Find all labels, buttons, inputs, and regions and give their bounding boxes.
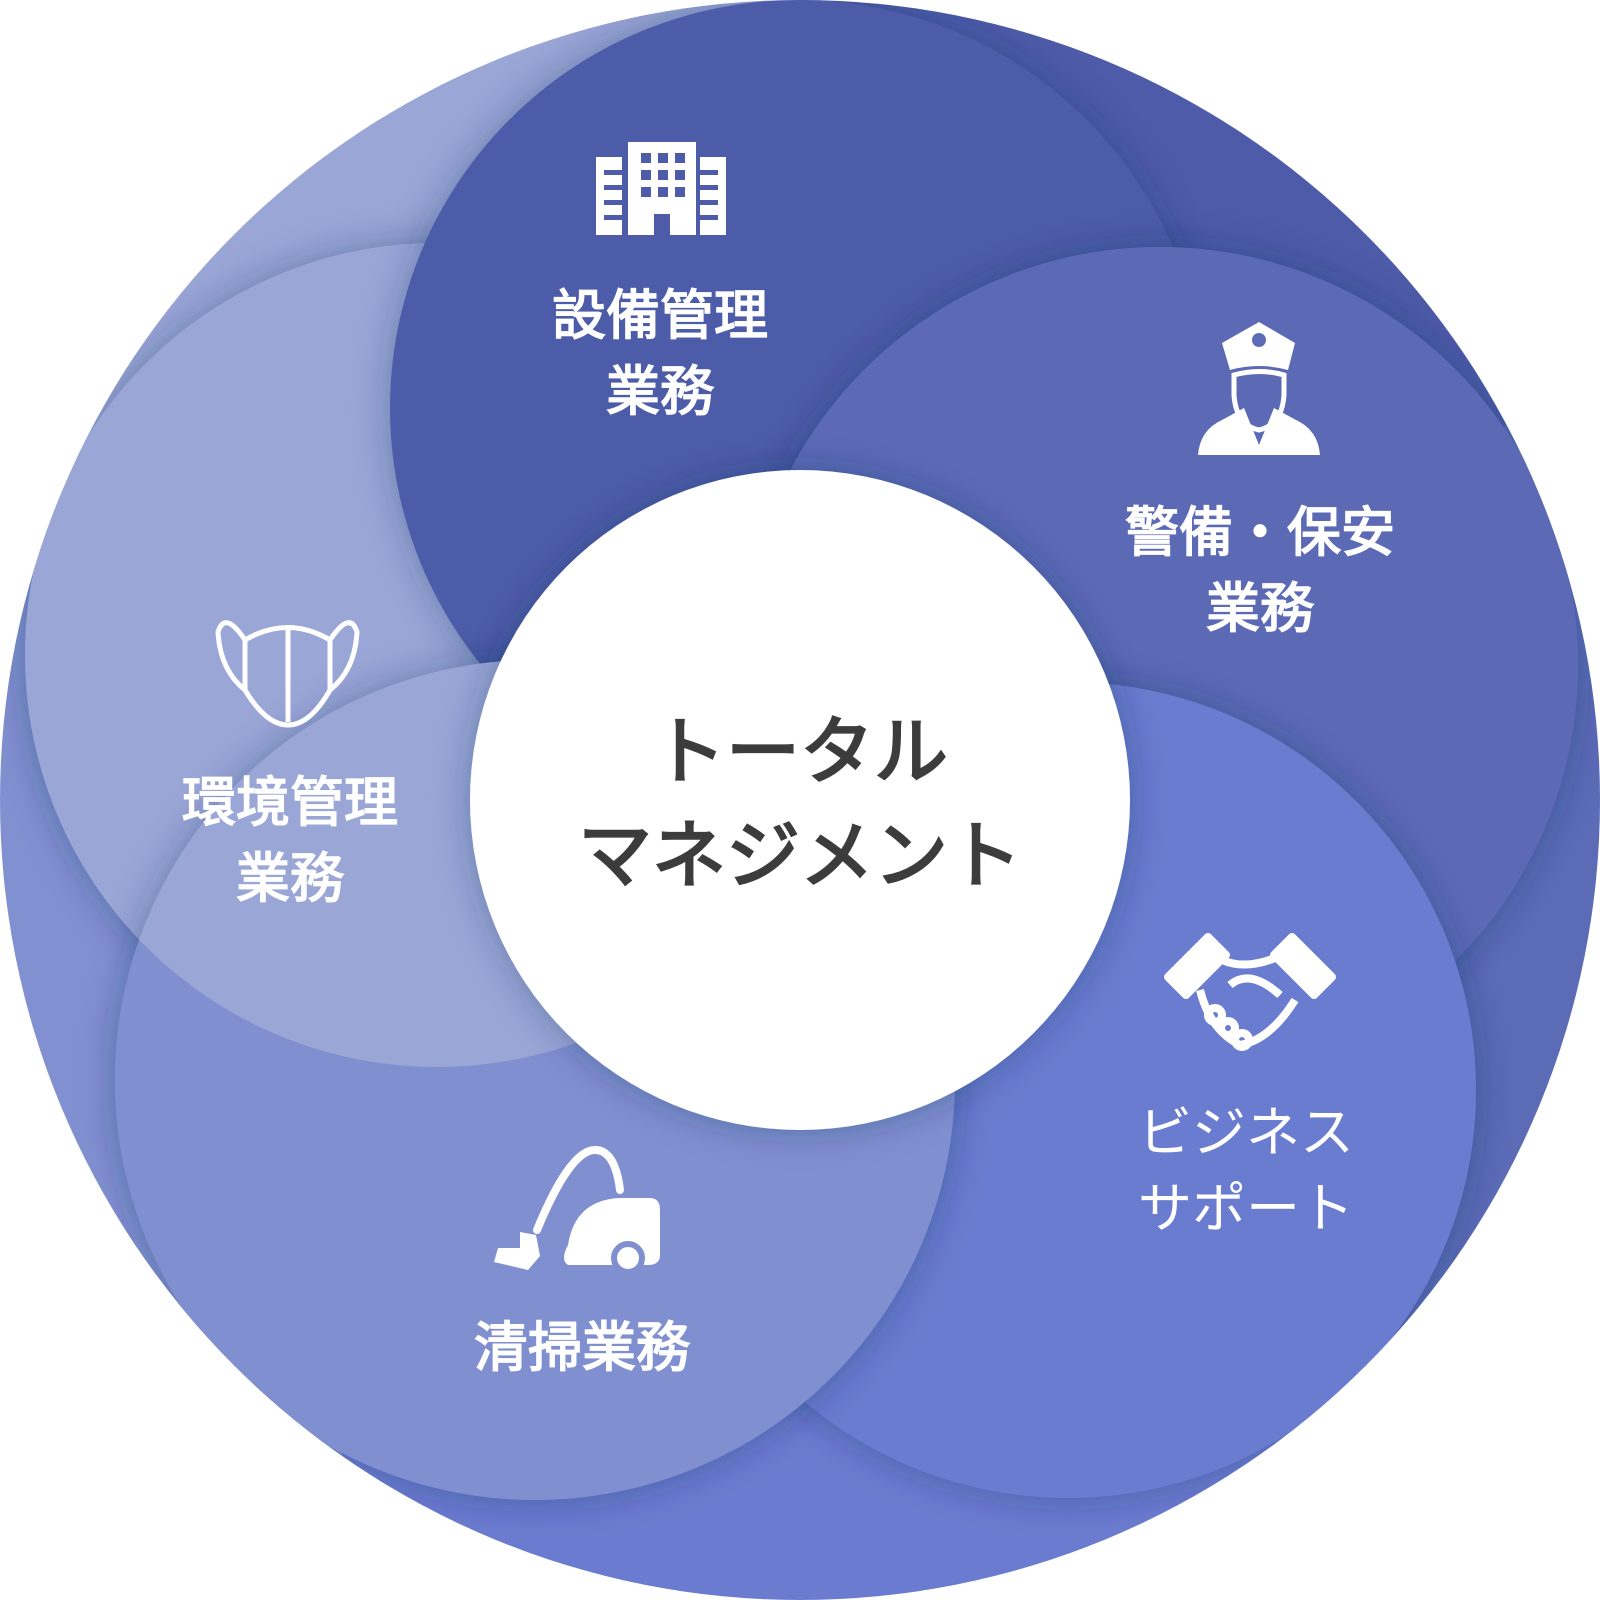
center-title-line2: マネジメント <box>578 813 1022 899</box>
service-label-line1: 設備管理 <box>552 284 768 347</box>
center-circle <box>470 470 1130 1130</box>
service-label-line2: 業務 <box>1206 577 1314 640</box>
security-guard-icon <box>1198 322 1320 455</box>
center-title: トータル マネジメント <box>484 700 1116 908</box>
mask-icon <box>215 620 360 728</box>
handshake-icon <box>1164 933 1336 1051</box>
service-label-line2: 業務 <box>236 847 344 910</box>
service-label-line1: 警備・保安 <box>1125 501 1395 564</box>
service-label-line2: サポート <box>1138 1177 1354 1240</box>
service-label-line2: 業務 <box>606 360 714 423</box>
service-label-line1: 環境管理 <box>182 771 398 834</box>
center-title-line1: トータル <box>652 709 948 795</box>
service-business: ビジネス サポート <box>1036 1095 1456 1247</box>
service-environment: 環境管理 業務 <box>80 765 500 917</box>
building-icon <box>596 142 726 235</box>
vacuum-cleaner-icon <box>494 1145 660 1275</box>
service-facility: 設備管理 業務 <box>450 278 870 430</box>
service-label-line1: 清掃業務 <box>474 1316 690 1379</box>
service-label-line1: ビジネス <box>1138 1101 1354 1164</box>
service-security: 警備・保安 業務 <box>1050 495 1470 647</box>
service-cleaning: 清掃業務 <box>372 1310 792 1386</box>
